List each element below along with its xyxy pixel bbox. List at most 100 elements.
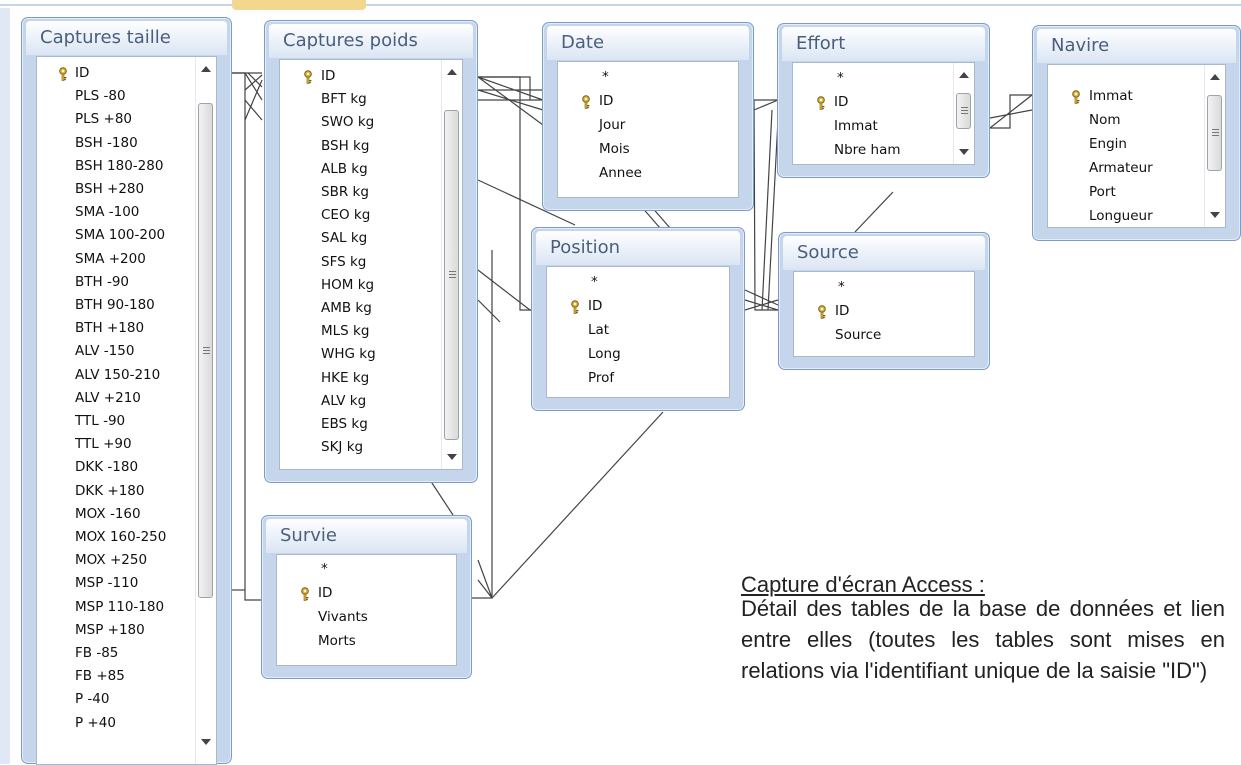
scroll-down-icon[interactable] <box>959 149 969 155</box>
table-title[interactable]: Source <box>783 236 985 270</box>
scrollbar[interactable] <box>441 60 462 469</box>
field-captures-taille-18[interactable]: DKK +180 <box>75 482 145 499</box>
scroll-up-icon[interactable] <box>447 69 457 75</box>
field-navire-0[interactable]: Immat <box>1089 88 1133 104</box>
scroll-thumb[interactable] <box>956 93 971 129</box>
field-position-0[interactable]: * <box>591 274 598 290</box>
field-effort-0[interactable]: * <box>837 70 844 86</box>
field-captures-poids-9[interactable]: HOM kg <box>321 276 375 293</box>
scroll-up-icon[interactable] <box>959 72 969 78</box>
scrollbar[interactable] <box>953 63 974 164</box>
field-captures-poids-14[interactable]: ALV kg <box>321 392 367 409</box>
field-effort-3[interactable]: Nbre ham <box>834 142 901 158</box>
field-captures-taille-21[interactable]: MOX +250 <box>75 552 148 569</box>
field-captures-poids-7[interactable]: SAL kg <box>321 230 368 247</box>
field-captures-taille-1[interactable]: PLS -80 <box>75 88 126 105</box>
field-effort-2[interactable]: Immat <box>834 118 878 134</box>
field-captures-taille-12[interactable]: ALV -150 <box>75 343 135 360</box>
field-navire-1[interactable]: Nom <box>1089 112 1121 128</box>
field-captures-taille-22[interactable]: MSP -110 <box>75 575 139 592</box>
scroll-down-icon[interactable] <box>201 739 211 745</box>
field-captures-poids-11[interactable]: MLS kg <box>321 323 370 340</box>
field-survie-1[interactable]: ID <box>318 585 333 601</box>
table-title[interactable]: Survie <box>266 519 467 553</box>
field-captures-poids-1[interactable]: BFT kg <box>321 91 367 108</box>
table-title[interactable]: Captures taille <box>26 21 227 55</box>
field-captures-poids-13[interactable]: HKE kg <box>321 369 370 386</box>
field-captures-poids-4[interactable]: ALB kg <box>321 160 368 177</box>
field-captures-taille-7[interactable]: SMA 100-200 <box>75 227 166 244</box>
field-captures-taille-26[interactable]: FB +85 <box>75 668 125 685</box>
scroll-down-icon[interactable] <box>1210 212 1220 218</box>
field-captures-poids-5[interactable]: SBR kg <box>321 184 369 200</box>
field-captures-poids-6[interactable]: CEO kg <box>321 207 371 224</box>
field-captures-taille-20[interactable]: MOX 160-250 <box>75 529 167 545</box>
field-navire-3[interactable]: Armateur <box>1089 160 1153 176</box>
field-captures-taille-8[interactable]: SMA +200 <box>75 250 146 267</box>
field-captures-taille-17[interactable]: DKK -180 <box>75 459 139 476</box>
field-captures-taille-23[interactable]: MSP 110-180 <box>75 598 165 615</box>
field-captures-taille-19[interactable]: MOX -160 <box>75 505 141 522</box>
field-captures-poids-15[interactable]: EBS kg <box>321 416 368 432</box>
field-captures-poids-16[interactable]: SKJ kg <box>321 439 364 456</box>
field-captures-taille-27[interactable]: P -40 <box>75 691 110 708</box>
field-captures-poids-12[interactable]: WHG kg <box>321 346 376 363</box>
field-captures-taille-5[interactable]: BSH +280 <box>75 181 145 197</box>
field-position-4[interactable]: Prof <box>588 370 615 386</box>
scrollbar[interactable] <box>1204 65 1225 227</box>
field-date-4[interactable]: Annee <box>599 165 642 181</box>
field-captures-poids-0[interactable]: ID <box>321 68 336 84</box>
field-effort-1[interactable]: ID <box>834 94 849 110</box>
scroll-thumb[interactable] <box>444 110 459 440</box>
field-captures-taille-15[interactable]: TTL -90 <box>75 413 126 429</box>
scroll-up-icon[interactable] <box>1210 74 1220 80</box>
field-captures-taille-28[interactable]: P +40 <box>75 714 116 731</box>
field-date-0[interactable]: * <box>602 69 609 85</box>
field-survie-3[interactable]: Morts <box>318 633 356 649</box>
field-source-1[interactable]: ID <box>835 303 850 319</box>
field-captures-taille-24[interactable]: MSP +180 <box>75 621 145 638</box>
field-survie-0[interactable]: * <box>321 561 328 577</box>
field-captures-taille-13[interactable]: ALV 150-210 <box>75 366 161 383</box>
scroll-thumb[interactable] <box>1207 95 1222 171</box>
table-title[interactable]: Captures poids <box>269 24 473 58</box>
table-title[interactable]: Effort <box>782 27 985 61</box>
field-captures-taille-6[interactable]: SMA -100 <box>75 204 140 221</box>
field-captures-taille-0[interactable]: ID <box>75 65 90 81</box>
field-position-1[interactable]: ID <box>588 298 603 314</box>
field-survie-2[interactable]: Vivants <box>318 609 368 625</box>
field-date-2[interactable]: Jour <box>599 117 626 133</box>
field-captures-taille-3[interactable]: BSH -180 <box>75 134 138 151</box>
table-title[interactable]: Navire <box>1037 29 1236 63</box>
field-captures-taille-11[interactable]: BTH +180 <box>75 320 145 337</box>
active-tab-indicator[interactable] <box>232 0 366 10</box>
field-date-1[interactable]: ID <box>599 93 614 109</box>
field-captures-poids-3[interactable]: BSH kg <box>321 137 370 154</box>
field-date-3[interactable]: Mois <box>599 141 630 157</box>
field-navire-5[interactable]: Longueur <box>1089 208 1153 224</box>
field-source-0[interactable]: * <box>838 279 845 295</box>
field-captures-taille-25[interactable]: FB -85 <box>75 645 119 661</box>
field-captures-taille-9[interactable]: BTH -90 <box>75 273 129 290</box>
field-captures-poids-8[interactable]: SFS kg <box>321 253 367 270</box>
field-captures-taille-10[interactable]: BTH 90-180 <box>75 297 155 313</box>
field-navire-4[interactable]: Port <box>1089 184 1116 200</box>
table-title[interactable]: Position <box>536 231 740 265</box>
table-title[interactable]: Date <box>547 26 749 60</box>
